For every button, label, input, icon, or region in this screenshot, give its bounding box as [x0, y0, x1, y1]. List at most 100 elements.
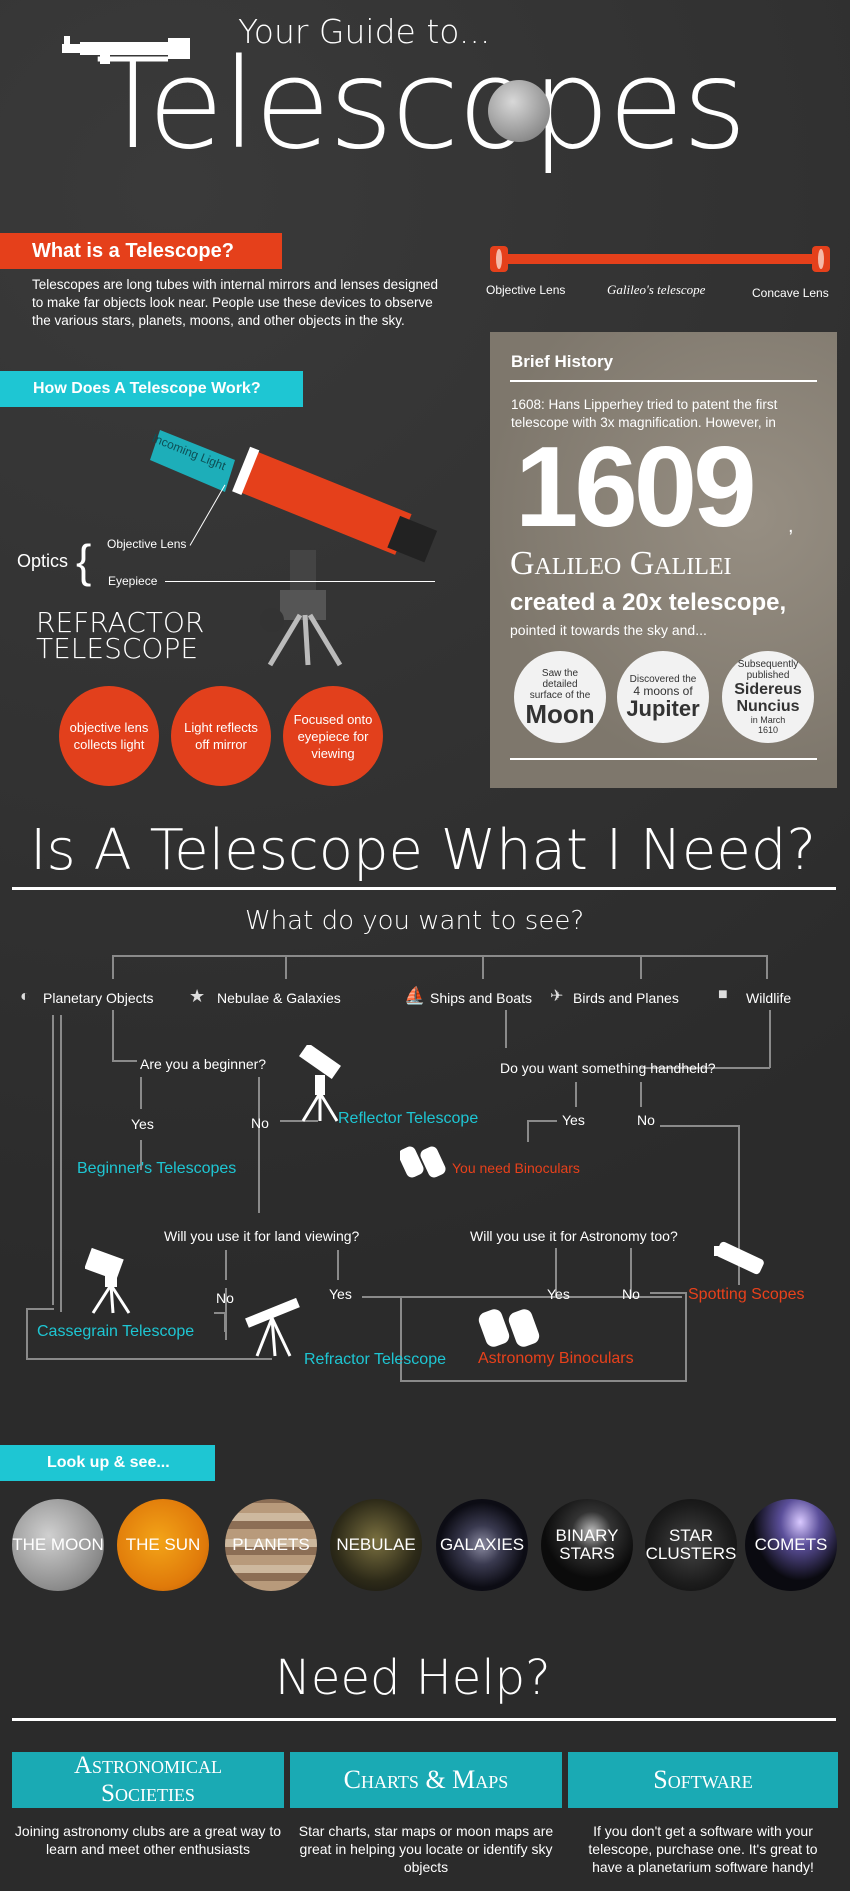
need-title: Is A Telescope What I Need?	[30, 818, 817, 883]
flow-line	[630, 1248, 632, 1296]
flow-line	[112, 955, 114, 979]
flow-line	[482, 955, 484, 979]
objective-lens-label: Objective Lens	[107, 537, 187, 551]
flow-line	[112, 955, 768, 957]
galileo-objective-label: Objective Lens	[486, 283, 566, 297]
look-planets: PLANETS	[225, 1499, 317, 1591]
flow-line	[400, 1380, 687, 1382]
planet-icon: ◐	[20, 988, 30, 1005]
flow-line	[555, 1248, 557, 1296]
handheld-question: Do you want something handheld?	[500, 1060, 716, 1076]
binoculars-label: You need Binoculars	[452, 1160, 580, 1176]
flow-line	[26, 1308, 28, 1360]
flow-line	[527, 1120, 557, 1122]
galileo-telescope-diagram	[490, 244, 835, 279]
history-moon-circle: Saw the detailed surface of the Moon	[514, 651, 606, 743]
flow-line	[285, 955, 287, 979]
land-no: No	[216, 1290, 234, 1306]
history-galileo-name: Galileo Galilei	[510, 545, 732, 582]
history-divider-top	[510, 380, 817, 382]
help-text-charts: Star charts, star maps or moon maps are …	[298, 1823, 554, 1875]
category-planetary: Planetary Objects	[43, 990, 154, 1006]
cassegrain-telescope-label: Cassegrain Telescope	[37, 1323, 195, 1340]
beginner-yes: Yes	[131, 1116, 154, 1132]
jupiter-big-text: Jupiter	[626, 696, 700, 721]
flow-line	[505, 1010, 507, 1048]
galileo-concave-label: Concave Lens	[752, 286, 829, 300]
flow-line	[225, 1288, 227, 1340]
eyepiece-label: Eyepiece	[108, 574, 158, 588]
history-intro: 1608: Hans Lipperhey tried to patent the…	[511, 397, 778, 430]
reflector-telescope-label: Reflector Telescope	[338, 1110, 479, 1127]
flow-line	[140, 1140, 142, 1170]
moon-big-text: Moon	[525, 698, 595, 729]
flow-line	[527, 1120, 529, 1142]
help-text-software: If you don't get a software with your te…	[588, 1823, 818, 1875]
header-telescope-icon	[60, 36, 195, 69]
cassegrain-telescope-image	[84, 1245, 140, 1320]
flow-line	[26, 1358, 272, 1360]
category-nebulae: Nebulae & Galaxies	[217, 990, 341, 1006]
beginner-no: No	[251, 1115, 269, 1131]
help-box-societies: Astronomical Societies	[12, 1752, 284, 1808]
land-question: Will you use it for land viewing?	[164, 1228, 360, 1244]
astro-no: No	[622, 1286, 640, 1302]
help-title: Need Help?	[275, 1650, 551, 1706]
land-yes: Yes	[329, 1286, 352, 1302]
refractor-label-line2: TELESCOPE	[36, 632, 199, 665]
flow-line	[685, 1292, 687, 1382]
optics-brace-icon: {	[76, 535, 92, 587]
refractor-telescope-label: Refractor Telescope	[304, 1351, 446, 1368]
flow-line	[400, 1296, 402, 1382]
category-ships: Ships and Boats	[430, 990, 532, 1006]
page-title: Telescopes	[95, 33, 747, 177]
look-heading: Look up & see...	[0, 1445, 215, 1481]
spotting-scopes-label: Spotting Scopes	[688, 1286, 805, 1303]
flow-line	[738, 1125, 740, 1285]
galileo-center-label: Galileo's telescope	[607, 282, 706, 297]
help-box-software: Software	[568, 1752, 838, 1808]
flow-line	[112, 1060, 137, 1062]
flow-line	[52, 1015, 54, 1305]
flow-line	[60, 1015, 62, 1312]
binoculars-icon	[398, 1143, 448, 1186]
flow-line	[112, 1010, 114, 1062]
help-text-societies: Joining astronomy clubs are a great way …	[14, 1823, 282, 1857]
flow-line	[258, 1077, 260, 1213]
handheld-yes: Yes	[562, 1112, 585, 1128]
help-divider	[12, 1718, 836, 1721]
optics-label: Optics	[17, 551, 69, 571]
what-heading: What is a Telescope?	[0, 233, 282, 269]
astronomy-binoculars-label: Astronomy Binoculars	[478, 1350, 634, 1367]
sidereus-big-text: Sidereus Nuncius	[734, 681, 802, 715]
flow-line	[640, 955, 642, 979]
flow-line	[769, 1010, 771, 1068]
jupiter-small-text: Discovered the	[629, 674, 697, 685]
category-birds: Birds and Planes	[573, 990, 679, 1006]
flow-line	[225, 1250, 227, 1280]
flow-line	[660, 1125, 740, 1127]
spotting-scope-image	[712, 1240, 768, 1289]
look-comets: COMETS	[745, 1499, 837, 1591]
refractor-telescope-image	[140, 420, 460, 675]
flow-line	[650, 1292, 685, 1294]
flow-line	[575, 1082, 577, 1107]
moon-small-text: Saw the detailed surface of the	[529, 667, 591, 701]
flow-line	[140, 1077, 142, 1109]
refractor-label-line1: REFRACTOR	[36, 606, 205, 639]
boat-icon: ⛵	[404, 986, 426, 1005]
flow-line	[337, 1250, 339, 1280]
astronomy-binoculars-image	[478, 1304, 544, 1355]
look-moon: THE MOON	[12, 1499, 104, 1591]
step-focused: Focused onto eyepiece for viewing	[283, 686, 383, 786]
category-wildlife: Wildlife	[746, 990, 792, 1006]
header-subtitle: Your Guide to...	[238, 12, 491, 51]
flow-line	[362, 1296, 682, 1298]
jupiter-mid-text: 4 moons of	[633, 684, 693, 698]
sidereus-tail-text: in March 1610	[750, 715, 786, 735]
reflector-telescope-image	[295, 1042, 345, 1128]
history-year: 1609	[515, 424, 757, 551]
flow-line	[766, 955, 768, 979]
what-body: Telescopes are long tubes with internal …	[32, 277, 438, 328]
look-binary-stars: BINARY STARS	[541, 1499, 633, 1591]
